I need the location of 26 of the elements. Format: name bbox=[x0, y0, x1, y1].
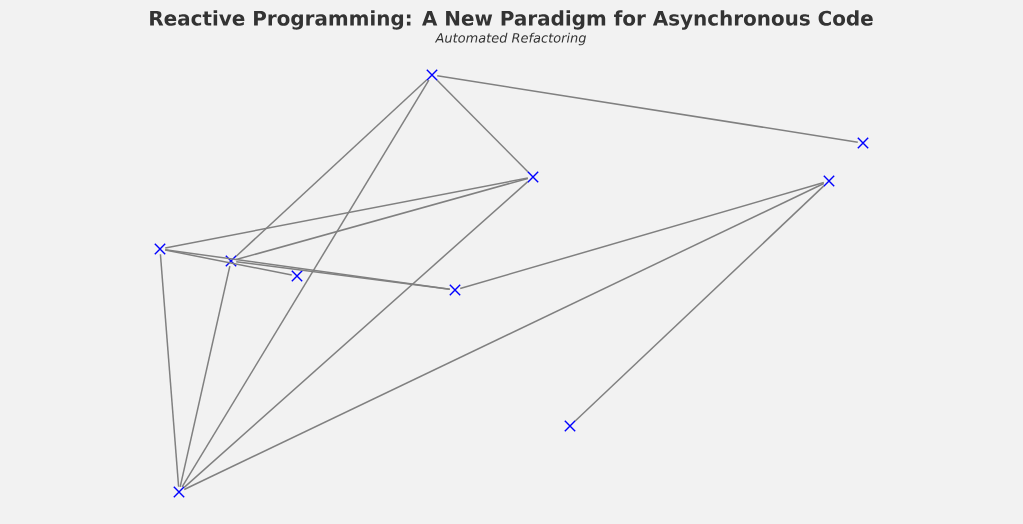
cross-marker bbox=[823, 175, 835, 187]
connector-line bbox=[164, 177, 529, 249]
connector-line bbox=[235, 260, 451, 291]
connector-line bbox=[459, 181, 825, 290]
cross-marker bbox=[291, 270, 303, 282]
title: Reactive Programming: A New Paradigm for Asynchronous Code bbox=[150, 10, 873, 30]
cross-marker bbox=[426, 69, 438, 81]
connector-line bbox=[164, 248, 451, 290]
subtitle: Automated Refactoring bbox=[434, 32, 586, 46]
cross-marker bbox=[154, 243, 166, 255]
cross-marker bbox=[527, 171, 539, 183]
connector-line bbox=[181, 79, 430, 488]
connector-line bbox=[574, 185, 825, 422]
connector-line bbox=[159, 253, 180, 488]
connector-line bbox=[436, 79, 529, 173]
cross-marker bbox=[857, 137, 869, 149]
connector-line bbox=[436, 75, 859, 143]
cross-marker bbox=[225, 255, 237, 267]
connector-line bbox=[235, 79, 428, 257]
connector-line bbox=[183, 180, 529, 489]
connector-line bbox=[179, 265, 231, 488]
cross-marker bbox=[173, 486, 185, 498]
connector-line bbox=[235, 177, 529, 261]
connector-line bbox=[183, 182, 825, 491]
cross-marker bbox=[564, 420, 576, 432]
cross-marker bbox=[449, 284, 461, 296]
